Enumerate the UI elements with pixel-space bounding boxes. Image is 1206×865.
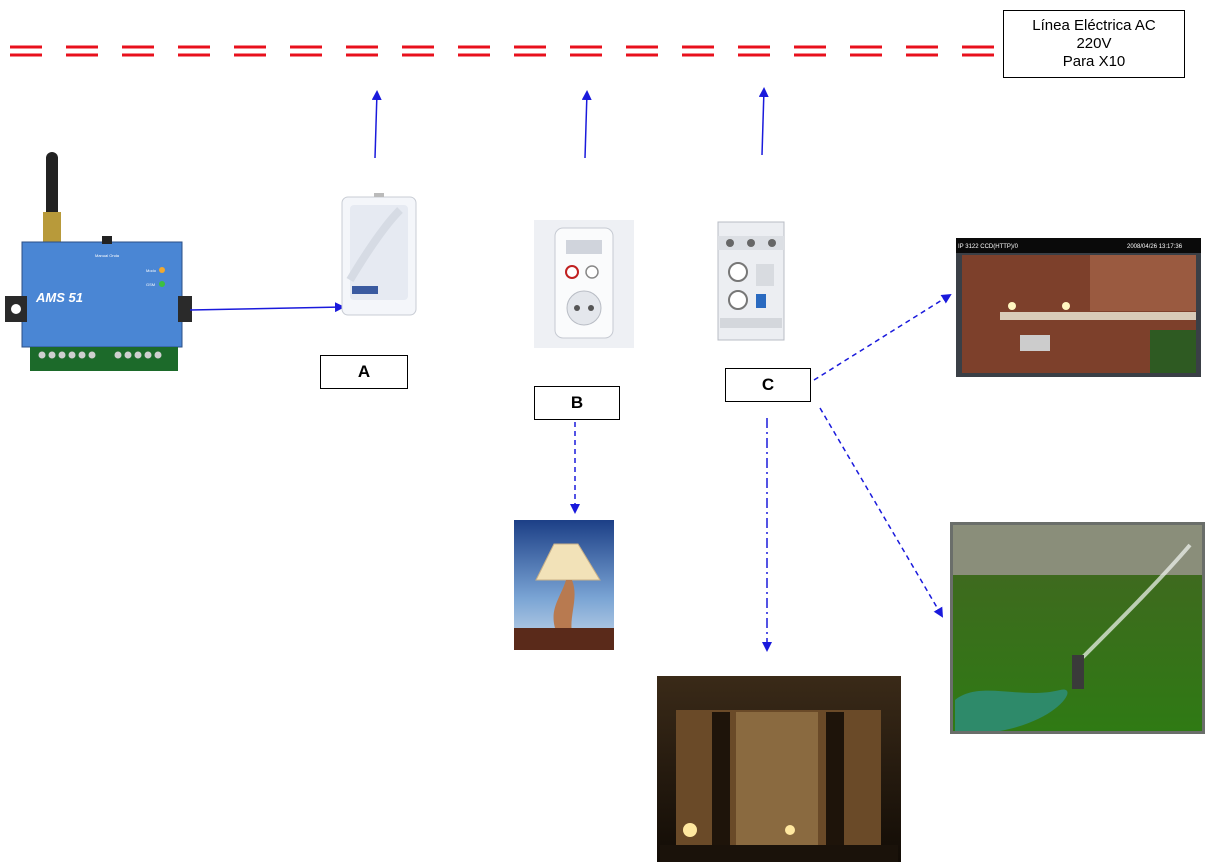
- uplink-arrow-c: [758, 87, 769, 156]
- power-line-label-box: Línea Eléctrica AC 220V Para X10: [1003, 10, 1185, 78]
- module-b-label: B: [534, 386, 620, 420]
- controller-model-label: AMS 51: [35, 290, 83, 305]
- power-line-label-line3: Para X10: [1062, 53, 1126, 70]
- camera-feed-image: [956, 238, 1201, 377]
- uplink-arrow-b: [581, 90, 592, 159]
- uplink-arrow-a: [371, 90, 382, 159]
- c-to-camera-arrow: [813, 293, 952, 381]
- controller-device: [5, 152, 192, 371]
- module-a-label: A: [320, 355, 408, 389]
- controller-button-label: Manual Onda: [95, 253, 120, 258]
- power-line-label-line2: 220V: [1076, 35, 1112, 52]
- module-c-device: [717, 221, 785, 341]
- module-c-label: C: [725, 368, 811, 402]
- camera-overlay-right: 2008/04/26 13:17:36: [1127, 244, 1183, 250]
- controller-led2-label: GSM: [146, 282, 155, 287]
- power-line: [10, 45, 995, 57]
- controller-led1-label: Modo: [146, 268, 157, 273]
- power-line-label-line1: Línea Eléctrica AC: [1032, 17, 1156, 34]
- module-b-device: [534, 220, 634, 348]
- module-a-device: [341, 193, 417, 316]
- controller-to-a-arrow: [189, 302, 345, 313]
- camera-overlay-left: IP 3122 CCD(HTTP)/0: [958, 244, 1019, 250]
- lobby-image: [657, 676, 901, 862]
- c-to-sprinkler-arrow: [819, 407, 944, 618]
- sprinkler-image: [950, 522, 1205, 734]
- lamp-image: [514, 520, 614, 650]
